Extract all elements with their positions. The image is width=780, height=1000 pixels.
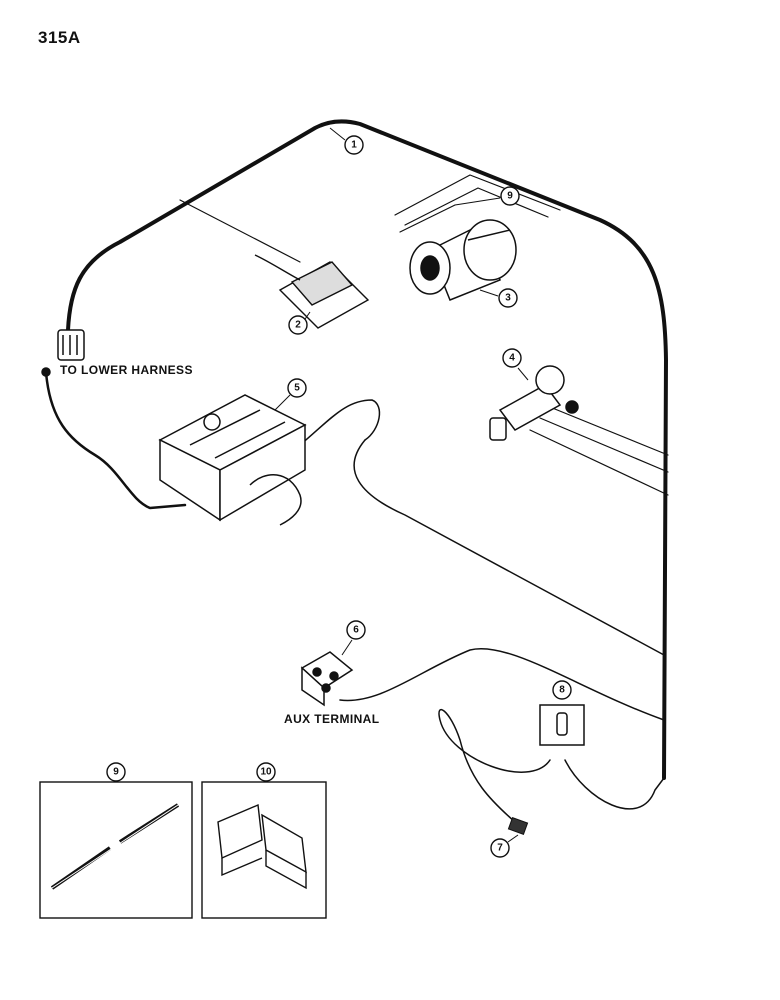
callout-7: 7 — [497, 843, 503, 854]
harness-to-item-8 — [339, 648, 665, 721]
page-number: 315A — [38, 28, 81, 47]
inset-item-9 — [39, 781, 193, 919]
lead-to-item-2 — [179, 199, 301, 263]
callout-4-circle — [502, 348, 522, 368]
label-to-lower-harness: TO LOWER HARNESS — [60, 363, 193, 377]
item-7-connector — [507, 816, 529, 836]
item-5-heater-box — [158, 394, 307, 526]
callout-9-circle — [500, 186, 520, 206]
callout-5: 5 — [294, 383, 300, 394]
callout-8: 8 — [559, 685, 565, 696]
duct-outline — [394, 174, 561, 233]
loop-return — [564, 759, 665, 810]
callout-9b: 9 — [113, 767, 119, 778]
callout-5-circle — [287, 378, 307, 398]
callout-10-circle — [256, 762, 276, 782]
label-aux-terminal: AUX TERMINAL — [284, 712, 379, 726]
callout-6-circle — [346, 620, 366, 640]
callout-4: 4 — [509, 353, 515, 364]
item-2-light-assembly — [254, 254, 370, 329]
harness-connector — [41, 329, 85, 377]
callout-1-circle — [344, 135, 364, 155]
lower-harness-cable — [44, 370, 187, 510]
item-6-aux-terminal — [300, 651, 354, 707]
loop-to-item-7 — [438, 708, 551, 823]
inset-item-10 — [201, 781, 327, 919]
item-3-blower-motor — [409, 219, 517, 301]
callout-2-circle — [288, 315, 308, 335]
callout-7-circle — [490, 838, 510, 858]
item-8-switch — [539, 704, 585, 746]
callout-3-circle — [498, 288, 518, 308]
callout-6: 6 — [353, 625, 359, 636]
harness-to-aux — [353, 439, 665, 656]
rail-outline — [529, 404, 669, 496]
callout-10: 10 — [260, 767, 272, 778]
cable-item5-to-main — [299, 399, 381, 446]
callout-1: 1 — [351, 140, 357, 151]
callout-9: 9 — [507, 191, 513, 202]
callout-9b-circle — [106, 762, 126, 782]
callout-3: 3 — [505, 293, 511, 304]
item-4-actuator — [489, 365, 579, 441]
callout-8-circle — [552, 680, 572, 700]
main-harness-cable — [66, 119, 668, 780]
callout-2: 2 — [295, 320, 301, 331]
